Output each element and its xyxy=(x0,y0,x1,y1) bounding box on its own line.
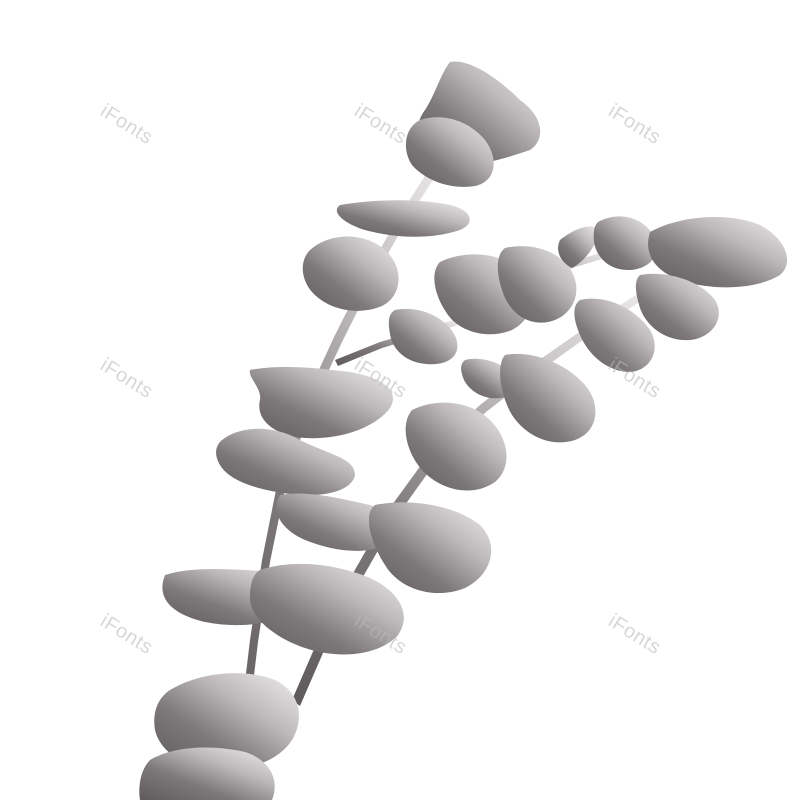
leaf xyxy=(154,673,299,771)
leaf xyxy=(302,236,399,311)
leaf xyxy=(635,273,719,341)
leaf xyxy=(497,246,577,323)
leaf xyxy=(593,216,657,270)
leaf xyxy=(368,502,492,594)
leaf xyxy=(405,117,494,187)
leaf xyxy=(276,493,398,551)
leaf xyxy=(336,200,470,237)
leaf xyxy=(388,308,458,365)
leaf xyxy=(250,563,404,655)
leaf xyxy=(574,298,655,372)
leaf xyxy=(558,226,600,268)
leaf xyxy=(139,747,275,800)
leaf xyxy=(648,216,788,288)
leaf xyxy=(405,402,507,491)
leaf xyxy=(216,428,355,496)
leaf xyxy=(249,366,394,439)
leaf xyxy=(500,353,596,443)
